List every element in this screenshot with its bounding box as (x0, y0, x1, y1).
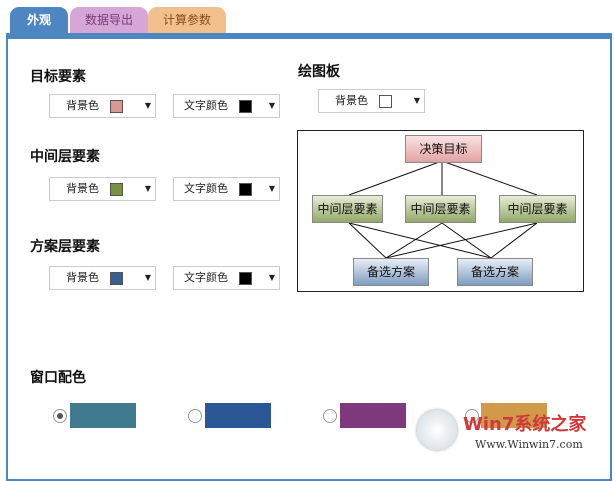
watermark-url: Www.Winwin7.com (475, 438, 583, 451)
color-option-blue[interactable] (205, 403, 271, 428)
alternative-node: 备选方案 (457, 258, 533, 286)
tab-data-export[interactable]: 数据导出 (70, 7, 148, 33)
middle-bg-color-dropdown[interactable]: 背景色 ▼ (49, 177, 156, 201)
color-radio-blue[interactable] (188, 409, 202, 423)
tab-appearance[interactable]: 外观 (10, 7, 68, 33)
goal-bg-color-dropdown[interactable]: 背景色 ▼ (49, 94, 156, 118)
diagram-preview: 决策目标 中间层要素 中间层要素 中间层要素 备选方案 备选方案 (297, 130, 584, 292)
middle-node: 中间层要素 (405, 195, 476, 223)
middle-node: 中间层要素 (499, 195, 576, 223)
windows-logo-icon (417, 410, 457, 450)
label: 文字颜色 (184, 271, 228, 284)
label: 文字颜色 (184, 99, 228, 112)
color-radio-orange[interactable] (465, 409, 479, 423)
color-swatch (239, 183, 252, 196)
alt-text-color-dropdown[interactable]: 文字颜色 ▼ (173, 266, 280, 290)
watermark: Win7系统之家 Www.Winwin7.com (415, 408, 614, 460)
middle-text-color-dropdown[interactable]: 文字颜色 ▼ (173, 177, 280, 201)
section-title-middle: 中间层要素 (30, 149, 100, 165)
color-radio-teal[interactable] (53, 409, 67, 423)
section-title-goal: 目标要素 (30, 69, 86, 85)
color-radio-purple[interactable] (323, 409, 337, 423)
chevron-down-icon: ▼ (144, 273, 151, 282)
color-option-orange[interactable] (481, 403, 547, 428)
tab-calc-params[interactable]: 计算参数 (148, 7, 226, 33)
section-title-alternatives: 方案层要素 (30, 239, 100, 255)
goal-node: 决策目标 (405, 135, 482, 163)
color-swatch (110, 100, 123, 113)
goal-text-color-dropdown[interactable]: 文字颜色 ▼ (173, 94, 280, 118)
canvas-bg-color-dropdown[interactable]: 背景色 ▼ (318, 89, 425, 113)
chevron-down-icon: ▼ (268, 273, 275, 282)
label: 文字颜色 (184, 182, 228, 195)
chevron-down-icon: ▼ (268, 101, 275, 110)
color-swatch (239, 272, 252, 285)
chevron-down-icon: ▼ (413, 96, 420, 105)
connector-lines (348, 160, 538, 259)
color-swatch (379, 95, 392, 108)
label: 背景色 (66, 182, 99, 195)
color-option-teal[interactable] (70, 403, 136, 428)
label: 背景色 (335, 94, 368, 107)
chevron-down-icon: ▼ (268, 184, 275, 193)
chevron-down-icon: ▼ (144, 184, 151, 193)
color-swatch (110, 183, 123, 196)
chevron-down-icon: ▼ (144, 101, 151, 110)
window-colors-title: 窗口配色 (30, 370, 86, 386)
middle-node: 中间层要素 (312, 195, 383, 223)
color-option-purple[interactable] (340, 403, 406, 428)
watermark-text: Win7系统之家 (463, 414, 587, 435)
color-swatch (110, 272, 123, 285)
label: 背景色 (66, 271, 99, 284)
label: 背景色 (66, 99, 99, 112)
alt-bg-color-dropdown[interactable]: 背景色 ▼ (49, 266, 156, 290)
alternative-node: 备选方案 (353, 258, 429, 286)
canvas-title: 绘图板 (298, 64, 340, 80)
color-swatch (239, 100, 252, 113)
